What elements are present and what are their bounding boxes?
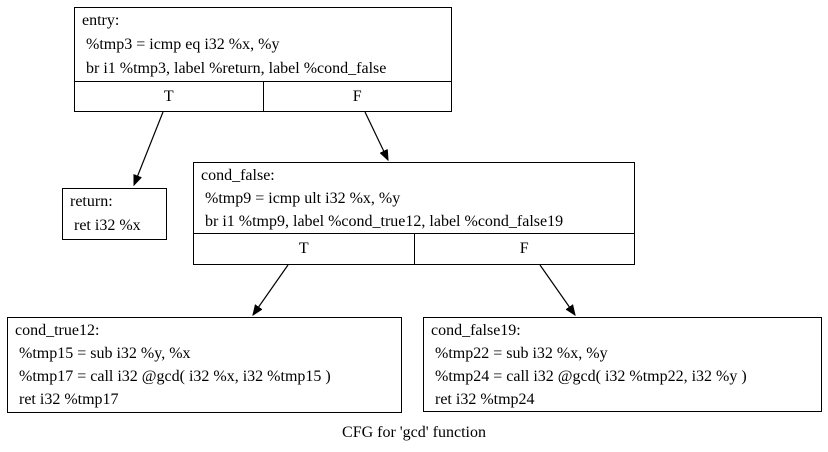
instruction: %tmp9 = icmp ult i32 %x, %y [201,190,401,207]
node-entry: entry: %tmp3 = icmp eq i32 %x, %y br i1 … [74,7,452,112]
node-return-body: return: ret i32 %x [63,189,166,239]
instruction: %tmp3 = icmp eq i32 %x, %y [82,36,280,53]
branch-ports: T F [194,233,634,264]
block-label: cond_false: [201,167,275,184]
instruction: br i1 %tmp9, label %cond_true12, label %… [201,213,564,230]
node-entry-body: entry: %tmp3 = icmp eq i32 %x, %y br i1 … [75,8,451,81]
branch-ports: T F [75,81,451,111]
node-cond-false19-body: cond_false19: %tmp22 = sub i32 %x, %y %t… [424,318,821,411]
instruction: ret i32 %x [70,217,141,234]
node-cond-true12: cond_true12: %tmp15 = sub i32 %y, %x %tm… [7,317,402,413]
block-label: entry: [82,12,120,29]
block-label: cond_true12: [15,322,100,339]
port-true: T [298,240,309,257]
edge-cond_false-false-to-cond_false19 [539,264,575,315]
instruction: ret i32 %tmp17 [15,391,119,408]
graph-title: CFG for 'gcd' function [342,424,486,441]
node-cond-false-body: cond_false: %tmp9 = icmp ult i32 %x, %y … [194,163,634,233]
node-cond-false19: cond_false19: %tmp22 = sub i32 %x, %y %t… [423,317,822,412]
edge-entry-true-to-return [133,111,164,185]
block-label: return: [70,193,113,210]
port-false: F [413,234,635,264]
port-true: T [163,87,174,105]
instruction: %tmp22 = sub i32 %x, %y [431,345,608,362]
instruction: %tmp15 = sub i32 %y, %x [15,345,191,362]
edge-cond_false-true-to-cond_true12 [253,264,289,315]
port-false: F [262,82,452,111]
instruction: ret i32 %tmp24 [431,391,535,408]
instruction: br i1 %tmp3, label %return, label %cond_… [82,60,387,77]
instruction: %tmp17 = call i32 @gcd( i32 %x, i32 %tmp… [15,368,331,385]
edge-entry-false-to-cond_false [364,111,388,160]
node-cond-false: cond_false: %tmp9 = icmp ult i32 %x, %y … [193,162,635,265]
node-cond-true12-body: cond_true12: %tmp15 = sub i32 %y, %x %tm… [8,318,401,412]
block-label: cond_false19: [431,322,521,339]
node-return: return: ret i32 %x [62,188,167,240]
instruction: %tmp24 = call i32 @gcd( i32 %tmp22, i32 … [431,368,747,385]
